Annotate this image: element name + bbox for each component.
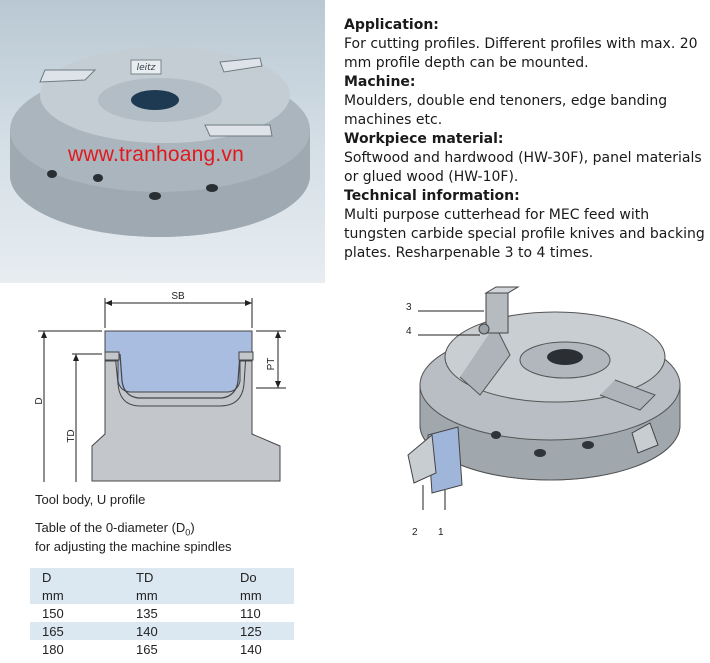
cell: 165 [136,641,158,657]
cell: 180 [42,641,64,657]
table-title-text: Table of the 0-diameter (D [35,520,186,535]
product-description: Application: For cutting profiles. Diffe… [344,16,710,263]
table-title-line-2: for adjusting the machine spindles [35,539,232,554]
table-row: 150 135 110 [30,604,294,622]
callout-3: 3 [406,302,412,313]
table-title-subscript: 0 [185,527,191,538]
cell: 140 [240,641,262,657]
table-title-close: ) [190,520,195,535]
unit-do: mm [240,587,262,603]
heading-workpiece: Workpiece material: [344,131,504,147]
text-machine: Moulders, double end tenoners, edge band… [344,93,668,128]
cell: 165 [42,623,64,639]
cell: 140 [136,623,158,639]
section-technical: Technical information: Multi purpose cut… [344,187,710,263]
table-header: D TD Do mm mm mm [30,568,294,604]
table-title-line-1: Table of the 0-diameter (D0) [35,520,195,538]
section-workpiece: Workpiece material: Softwood and hardwoo… [344,130,710,187]
header-d: D [42,569,52,585]
header-do: Do [240,569,257,585]
unit-td: mm [136,587,158,603]
cell: 150 [42,605,64,621]
unit-d: mm [42,587,64,603]
section-machine: Machine: Moulders, double end tenoners, … [344,73,710,130]
u-profile-drawing: SB PT D TD [34,291,286,482]
callout-1: 1 [438,527,444,538]
section-application: Application: For cutting profiles. Diffe… [344,16,710,73]
table-row: 180 165 140 [30,640,294,658]
product-photo: leitz www.tranhoang.vn [0,0,325,283]
text-technical: Multi purpose cutterhead for MEC feed wi… [344,207,705,261]
dim-sb: SB [171,291,185,302]
brand-label: leitz [137,63,156,73]
text-workpiece: Softwood and hardwood (HW-30F), panel ma… [344,150,702,185]
heading-application: Application: [344,17,439,33]
cell: 135 [136,605,158,621]
cutterhead-photo: leitz [10,47,310,237]
heading-machine: Machine: [344,74,416,90]
header-td: TD [136,569,154,585]
cell: 125 [240,623,262,639]
exploded-view-drawing: 3 4 2 1 [406,286,681,538]
watermark-text: www.tranhoang.vn [68,143,244,166]
diameter-table: D TD Do mm mm mm 150 135 110 165 140 125… [30,568,294,658]
dim-d: D [34,397,45,404]
table-row: 165 140 125 [30,622,294,640]
callout-2: 2 [412,527,418,538]
dim-pt: PT [266,358,277,371]
drawing-caption: Tool body, U profile [35,492,146,507]
cell: 110 [240,605,261,621]
heading-technical: Technical information: [344,188,520,204]
text-application: For cutting profiles. Different profiles… [344,36,698,71]
callout-4: 4 [406,326,412,337]
dim-td: TD [66,429,77,442]
